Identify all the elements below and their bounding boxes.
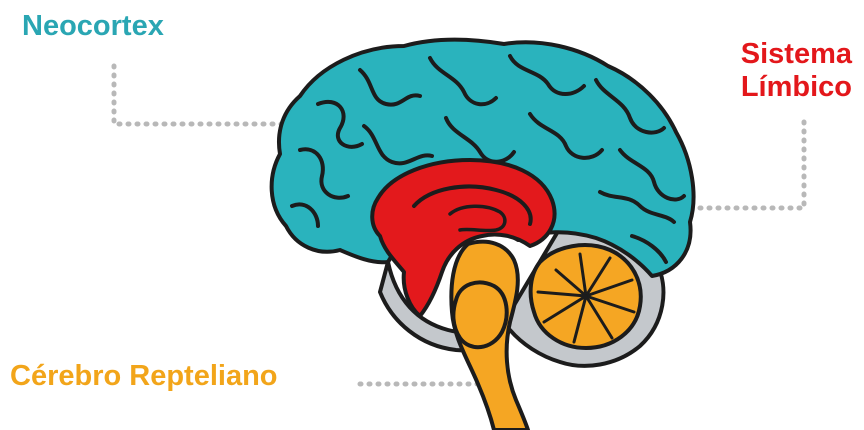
brain-icon xyxy=(272,40,694,430)
limbico-label-line1: Sistema xyxy=(741,38,852,71)
neocortex-connector xyxy=(114,66,290,124)
limbico-label-line2: Límbico xyxy=(741,71,852,104)
neocortex-label: Neocortex xyxy=(22,10,164,43)
pons-shape xyxy=(453,282,506,347)
reptiliano-label: Cérebro Repteliano xyxy=(10,360,278,393)
limbico-label: Sistema Límbico xyxy=(741,38,852,104)
